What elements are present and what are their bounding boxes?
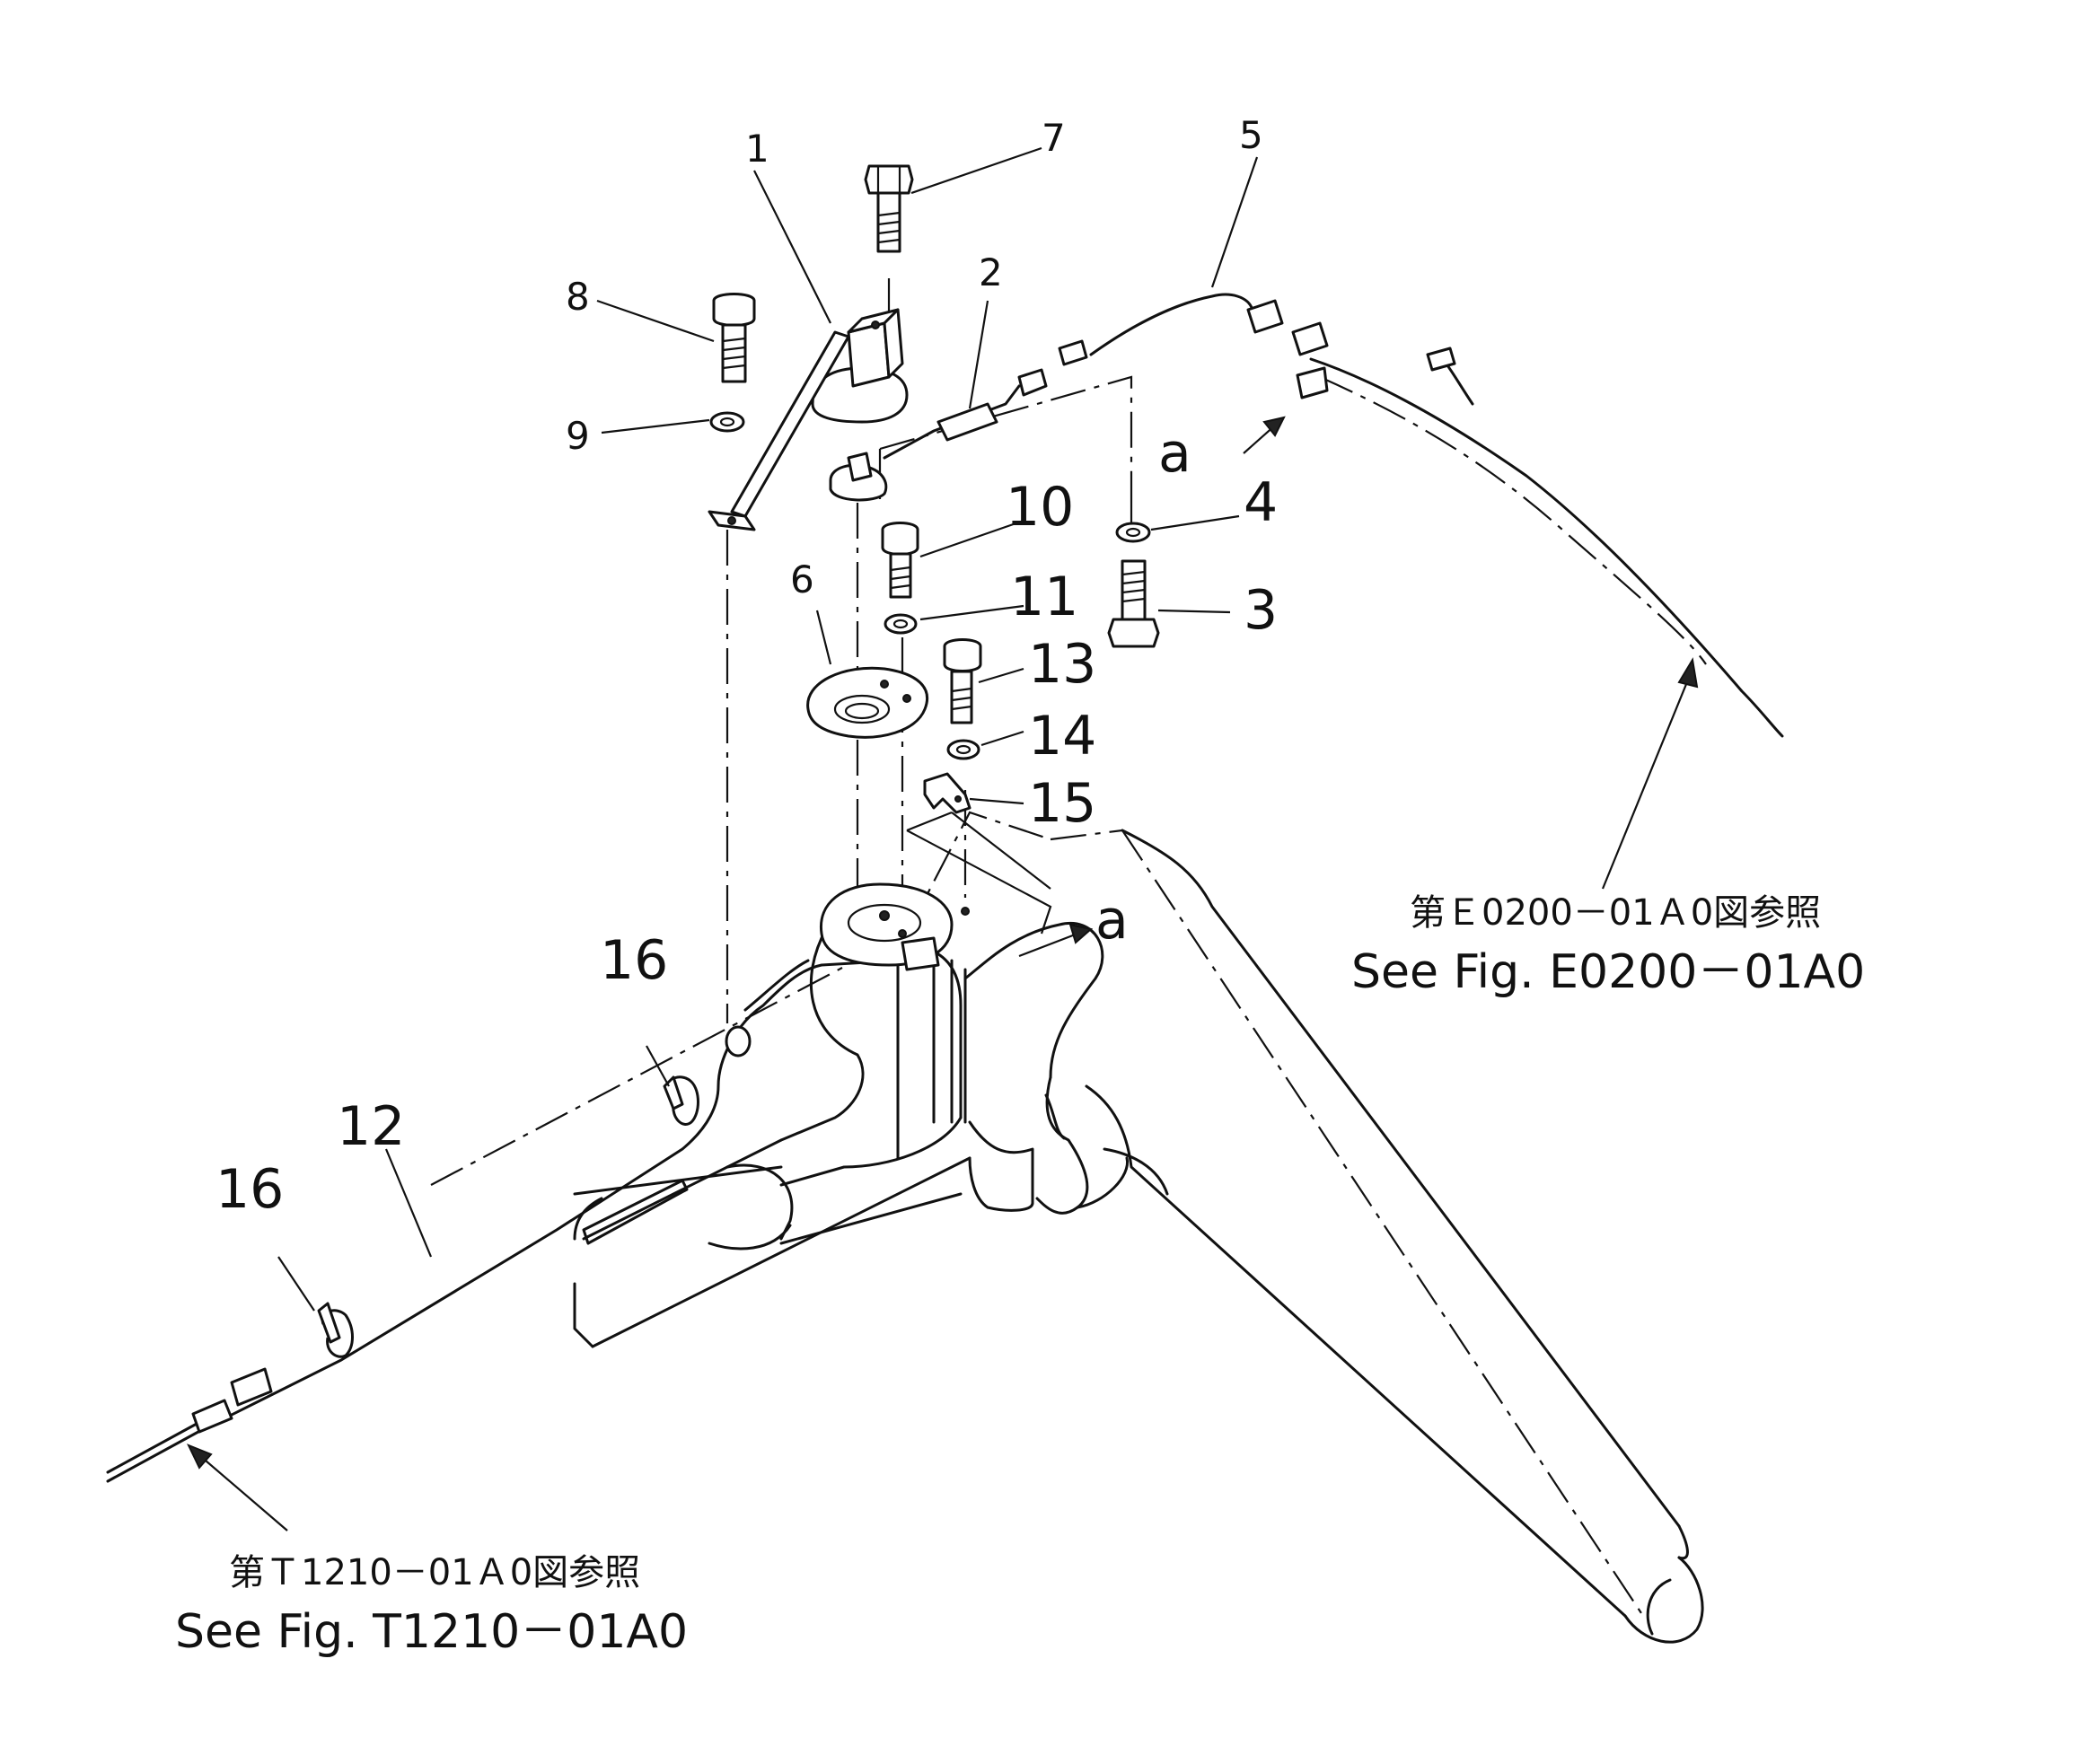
mounting-hole (725, 1025, 752, 1058)
callout-10: 10 (1006, 476, 1074, 539)
wiring-harness (106, 293, 1784, 1483)
bolt-10 (881, 522, 919, 599)
callout-14: 14 (1028, 705, 1096, 768)
callout-15: 15 (1028, 772, 1096, 835)
washer-14 (946, 739, 980, 760)
callout-labels: 1 2 3 4 5 6 7 8 9 10 11 12 13 14 15 16 1… (215, 113, 1278, 1221)
callout-12: 12 (337, 1095, 405, 1158)
clamp-16-upper (663, 1075, 699, 1126)
callout-5: 5 (1239, 113, 1263, 157)
callout-1: 1 (745, 127, 769, 171)
connectors-5 (1058, 299, 1456, 399)
clip-15 (923, 772, 972, 814)
bolt-13 (943, 638, 982, 724)
washer-9 (709, 411, 745, 433)
leader-lines (186, 146, 1699, 1531)
figure-reference-right: 第Ｅ0200－01Ａ0図参照 See Fig. E0200－01A0 (1351, 892, 1865, 999)
connection-mark-lower: a (1095, 889, 1129, 952)
switch-assembly-1 (708, 308, 909, 531)
washer-4 (1115, 522, 1151, 543)
callout-7: 7 (1042, 116, 1066, 160)
callout-2: 2 (979, 250, 1003, 294)
clamp-16-lower (317, 1302, 354, 1358)
callout-6: 6 (790, 557, 814, 601)
mounting-boss (819, 882, 970, 971)
washer-11 (884, 613, 918, 635)
callout-13: 13 (1028, 633, 1096, 696)
reference-right-english: See Fig. E0200－01A0 (1351, 945, 1865, 999)
figure-reference-left: 第Ｔ1210－01Ａ0図参照 See Fig. T1210－01A0 (175, 1552, 688, 1659)
bolt-3 (1107, 559, 1160, 648)
reference-left-japanese: 第Ｔ1210－01Ａ0図参照 (229, 1552, 640, 1593)
plate-6 (806, 666, 929, 739)
reference-right-japanese: 第Ｅ0200－01Ａ0図参照 (1410, 892, 1821, 934)
callout-11: 11 (1010, 566, 1078, 628)
callout-9: 9 (566, 414, 590, 458)
callout-16-upper: 16 (600, 929, 668, 992)
bolt-7 (864, 164, 914, 253)
sensor-2 (829, 368, 1048, 502)
callout-4: 4 (1244, 471, 1278, 534)
connectors-12 (191, 1367, 273, 1434)
bolt-8 (712, 293, 756, 383)
connection-mark-upper: a (1158, 422, 1191, 485)
callout-16-lower: 16 (215, 1158, 284, 1221)
callout-3: 3 (1244, 579, 1278, 642)
callout-8: 8 (566, 275, 590, 319)
reference-left-english: See Fig. T1210－01A0 (175, 1605, 688, 1659)
